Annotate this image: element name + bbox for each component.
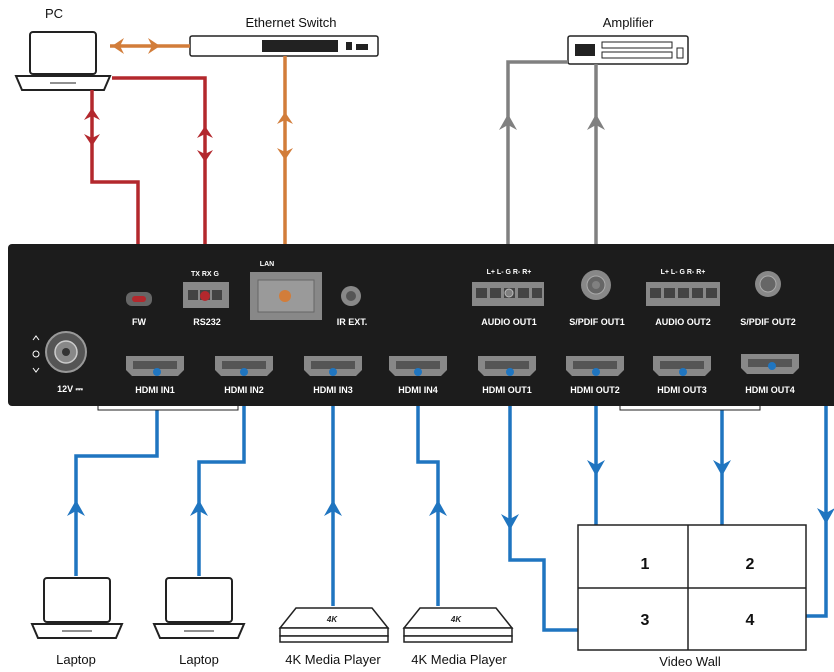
rs232-label: RS232: [193, 317, 221, 327]
hdmi-plugs: [153, 362, 776, 376]
audio-out2-port: [646, 282, 720, 306]
audio-out1-label: AUDIO OUT1: [481, 317, 537, 327]
laptop-1-label: Laptop: [56, 652, 96, 667]
audio-out2-pins-label: L+ L- G R- R+: [661, 269, 706, 276]
lan-port: [250, 272, 322, 320]
hdmi-in1-port: [126, 356, 184, 376]
lan-label: LAN: [260, 261, 274, 268]
ethernet-switch-label: Ethernet Switch: [245, 15, 336, 30]
media-player-1-label: 4K Media Player: [285, 652, 381, 667]
hdmi-in4-port: [389, 356, 447, 376]
ethernet-switch: [189, 35, 379, 57]
audio-out1-pins-label: L+ L- G R- R+: [487, 269, 532, 276]
ir-ext-port: [341, 286, 361, 306]
hdmi-in1-label: HDMI IN1: [135, 385, 175, 395]
media-player-2-label: 4K Media Player: [411, 652, 507, 667]
spdif-out2-port: [755, 271, 781, 297]
power-label: 12V ⎓: [57, 384, 84, 394]
hdmi-in2-cable: [197, 372, 246, 576]
hdmi-out1-cable: [508, 372, 578, 632]
video-arrows: [67, 460, 834, 530]
hdmi-in3-port: [304, 356, 362, 376]
audio-out1-port: [472, 282, 544, 306]
hdmi-out1-port: [478, 356, 536, 376]
hdmi-in4-cable: [416, 372, 440, 606]
ir-ext-label: IR EXT.: [337, 317, 368, 327]
pc-laptop: [14, 31, 112, 91]
audio-out2-label: AUDIO OUT2: [655, 317, 711, 327]
pc-label: PC: [45, 6, 63, 21]
media-player-1: [278, 607, 390, 643]
video-wall-cell-3: 3: [641, 612, 650, 629]
hdmi-out4-label: HDMI OUT4: [745, 385, 795, 395]
audio-out1-cable: [506, 60, 568, 294]
amplifier-label: Amplifier: [603, 15, 654, 30]
fw-port: [126, 292, 152, 306]
hdmi-in3-label: HDMI IN3: [313, 385, 353, 395]
hdmi-in2-port: [215, 356, 273, 376]
laptop-2-label: Laptop: [179, 652, 219, 667]
hdmi-out2-port: [566, 356, 624, 376]
video-wall-cell-1: 1: [641, 556, 650, 573]
hdmi-in4-label: HDMI IN4: [398, 385, 438, 395]
media-player-2: [402, 607, 514, 643]
rs232-pins-label: TX RX G: [191, 271, 220, 278]
hdmi-out1-label: HDMI OUT1: [482, 385, 532, 395]
spdif-out1-label: S/PDIF OUT1: [569, 317, 625, 327]
spdif-out1-port: [581, 270, 611, 300]
power-section: [32, 331, 87, 373]
laptop-2: [152, 577, 246, 639]
video-wall: [577, 524, 807, 651]
spdif-out2-label: S/PDIF OUT2: [740, 317, 796, 327]
control-arrows: [84, 108, 213, 162]
hdmi-out2-label: HDMI OUT2: [570, 385, 620, 395]
hdmi-out3-port: [653, 356, 711, 376]
video-wall-cell-4: 4: [746, 612, 755, 629]
audio-arrows: [499, 114, 605, 130]
media-player-1-badge: 4K: [326, 615, 338, 624]
laptop-1: [30, 577, 124, 639]
rs232-port: [183, 282, 229, 308]
fw-cable: [90, 90, 140, 298]
media-player-2-badge: 4K: [450, 615, 462, 624]
hdmi-in1-cable: [74, 372, 159, 576]
amplifier: [567, 35, 689, 65]
video-wall-label: Video Wall: [659, 654, 721, 669]
fw-label: FW: [132, 317, 146, 327]
video-wall-cell-2: 2: [746, 556, 755, 573]
rs232-cable: [112, 76, 207, 298]
hdmi-in2-label: HDMI IN2: [224, 385, 264, 395]
hdmi-out3-label: HDMI OUT3: [657, 385, 707, 395]
